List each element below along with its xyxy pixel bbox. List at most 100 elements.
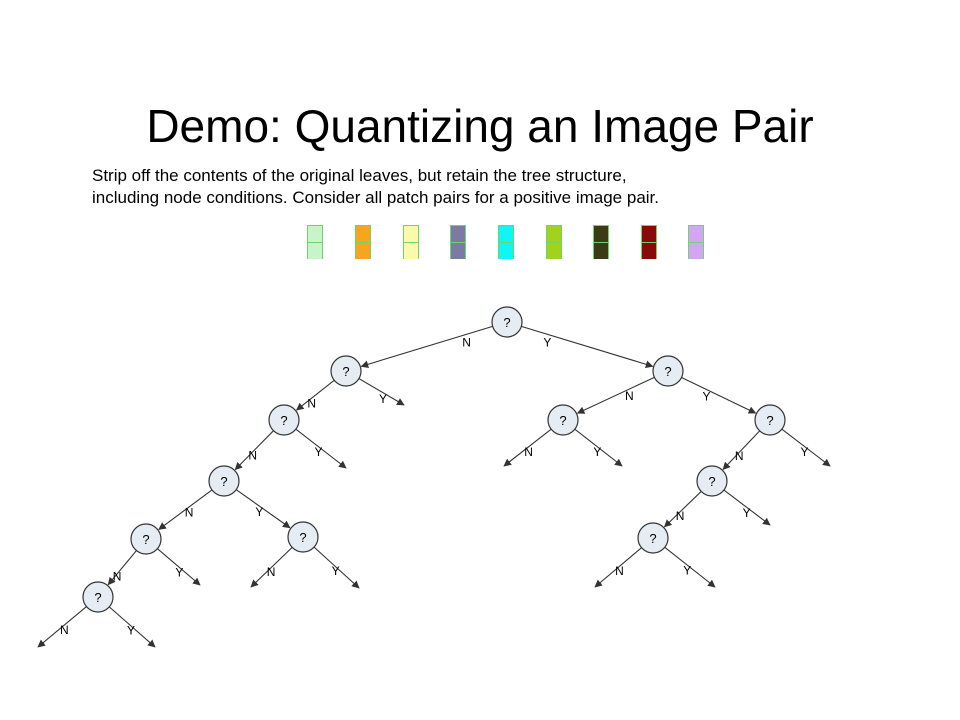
leaf-arrow (313, 546, 360, 589)
tree-node-label: ? (708, 474, 715, 489)
caption-line-2: including node conditions. Consider all … (92, 188, 659, 207)
leaf-arrow (781, 428, 831, 467)
tree-node-circle (330, 355, 362, 387)
patch-pair-top (547, 226, 561, 242)
tree-edge (107, 550, 137, 586)
branch-label-yes: Y (683, 563, 691, 577)
tree-node: ? (268, 404, 300, 436)
branch-label-yes: Y (702, 390, 710, 404)
tree-node-label: ? (766, 413, 773, 428)
tree-node: ? (652, 355, 684, 387)
leaf-arrow (574, 428, 623, 467)
tree-node-label: ? (142, 532, 149, 547)
branch-label-no: N (248, 449, 257, 463)
leaf-arrow (358, 378, 405, 406)
tree-node-circle (130, 523, 162, 555)
tree-node-label: ? (503, 315, 510, 330)
branch-label-yes: Y (743, 506, 751, 520)
tree-edge (521, 325, 654, 369)
patch-pairs-row (307, 225, 727, 263)
patch-pair-bottom (689, 242, 703, 259)
tree-node-label: ? (220, 474, 227, 489)
branch-label-no: N (267, 565, 276, 579)
tree-node: ? (208, 465, 240, 497)
patch-pair (450, 225, 466, 259)
slide-caption: Strip off the contents of the original l… (92, 165, 872, 209)
branch-label-yes: Y (379, 392, 387, 406)
patch-pair (688, 225, 704, 259)
tree-node: ? (82, 581, 114, 613)
leaf-arrow (37, 606, 87, 648)
branch-label-yes: Y (801, 445, 809, 459)
branch-label-yes: Y (175, 565, 183, 579)
branch-label-no: N (60, 623, 69, 637)
patch-pair (403, 225, 419, 259)
patch-pair-top (689, 226, 703, 242)
tree-node-label: ? (649, 531, 656, 546)
tree-node: ? (696, 465, 728, 497)
tree-node-circle (637, 522, 669, 554)
tree-node: ? (637, 522, 669, 554)
tree-node-circle (754, 404, 786, 436)
leaf-arrow (503, 428, 552, 467)
tree-edge (235, 489, 291, 529)
tree-node: ? (287, 521, 319, 553)
patch-pair (355, 225, 371, 259)
tree-node-circle (268, 404, 300, 436)
branch-label-yes: Y (332, 564, 340, 578)
branch-label-yes: Y (593, 445, 601, 459)
tree-edge (722, 430, 761, 470)
tree-node-circle (208, 465, 240, 497)
patch-pair-top (594, 226, 608, 242)
branch-label-no: N (735, 449, 744, 463)
patch-pair-top (356, 226, 370, 242)
tree-node-label: ? (299, 530, 306, 545)
patch-pair-bottom (642, 242, 656, 259)
patch-pair-bottom (404, 242, 418, 259)
patch-pair-top (451, 226, 465, 242)
patch-pair-top (499, 226, 513, 242)
patch-pair (546, 225, 562, 259)
tree-edge (576, 376, 655, 414)
tree-edge (360, 325, 493, 369)
patch-pair (307, 225, 323, 259)
tree-edge (295, 379, 335, 411)
tree-edge (663, 491, 702, 528)
branch-label-yes: Y (255, 505, 263, 519)
tree-node: ? (330, 355, 362, 387)
branch-label-no: N (462, 335, 471, 349)
tree-edge (234, 430, 274, 471)
tree-node-label: ? (280, 413, 287, 428)
tree-node-circle (491, 306, 523, 338)
patch-pair (498, 225, 514, 259)
branch-label-no: N (113, 570, 122, 584)
patch-pair-bottom (451, 242, 465, 259)
patch-pair-bottom (308, 242, 322, 259)
tree-node-label: ? (94, 590, 101, 605)
patch-pair-bottom (594, 242, 608, 259)
tree-node-circle (547, 404, 579, 436)
patch-pair (593, 225, 609, 259)
tree-node: ? (130, 523, 162, 555)
tree-node: ? (491, 306, 523, 338)
tree-node-circle (287, 521, 319, 553)
patch-pair-top (404, 226, 418, 242)
patch-pair (641, 225, 657, 259)
tree-node-label: ? (342, 364, 349, 379)
branch-label-no: N (307, 396, 316, 410)
tree-edge (158, 489, 213, 530)
leaf-arrow (594, 547, 642, 588)
tree-edge (681, 376, 757, 414)
patch-pair-bottom (499, 242, 513, 259)
patch-pair-bottom (356, 242, 370, 259)
tree-node-label: ? (664, 364, 671, 379)
patch-pair-top (308, 226, 322, 242)
tree-node-circle (82, 581, 114, 613)
leaf-arrow (723, 489, 771, 526)
caption-line-1: Strip off the contents of the original l… (92, 166, 627, 185)
branch-label-yes: Y (314, 445, 322, 459)
slide-title: Demo: Quantizing an Image Pair (146, 100, 814, 152)
branch-label-no: N (524, 445, 533, 459)
tree-node: ? (754, 404, 786, 436)
